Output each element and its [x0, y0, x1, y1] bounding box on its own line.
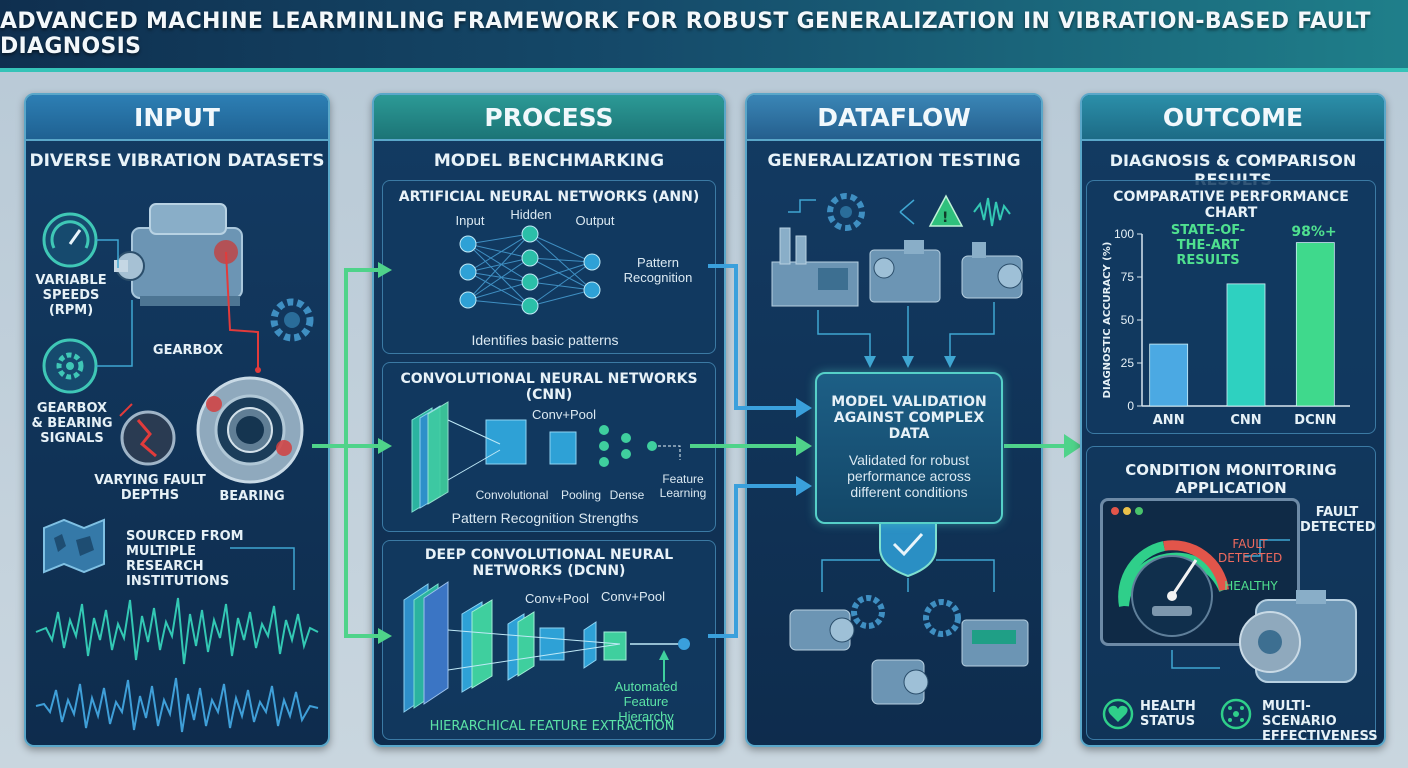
dcnn-convpool-2: Conv+Pool — [601, 589, 665, 604]
multi-scenario-label: MULTI-SCENARIO EFFECTIVENESS — [1262, 699, 1378, 744]
page-title: ADVANCED MACHINE LEARMINLING FRAMEWORK F… — [0, 9, 1371, 59]
chart-box: COMPARATIVE PERFORMANCE CHART — [1086, 180, 1376, 434]
validation-box: MODEL VALIDATION AGAINST COMPLEX DATA Va… — [815, 372, 1003, 524]
signals-label: GEARBOX & BEARING SIGNALS — [31, 401, 113, 446]
dataflow-header: DATAFLOW — [747, 95, 1041, 141]
health-status-label: HEALTH STATUS — [1140, 699, 1196, 729]
input-subheader: DIVERSE VIBRATION DATASETS — [29, 151, 325, 171]
validation-text: Validated for robust performance across … — [847, 452, 971, 501]
dcnn-convpool-1: Conv+Pool — [525, 591, 589, 606]
ann-output-label: Output — [575, 213, 615, 228]
title-bar: ADVANCED MACHINE LEARMINLING FRAMEWORK F… — [0, 0, 1408, 72]
cnn-feature-label: Feature Learning — [659, 472, 707, 500]
fault-label: VARYING FAULT DEPTHS — [94, 473, 206, 503]
pct-annotation: 98%+ — [1291, 224, 1337, 240]
dataflow-subheader: GENERALIZATION TESTING — [767, 151, 1021, 171]
ann-hidden-label: Hidden — [510, 207, 552, 222]
sota-annotation: STATE-OF-THE-ART RESULTS — [1170, 223, 1246, 268]
dcnn-automated-label: Automated Feature Hierarchy — [614, 679, 678, 724]
gauge-healthy-label: HEALTHY — [1224, 579, 1278, 593]
gauge-fault-label: FAULT DETECTED — [1218, 537, 1283, 565]
cnn-caption: Pattern Recognition Strengths — [451, 510, 639, 526]
speeds-label: VARIABLE SPEEDS (RPM) — [35, 273, 107, 318]
ann-caption: Identifies basic patterns — [471, 332, 619, 348]
ann-input-label: Input — [455, 213, 485, 228]
outcome-header: OUTCOME — [1082, 95, 1384, 141]
monitor-screen — [1100, 498, 1300, 646]
validation-title: MODEL VALIDATION AGAINST COMPLEX DATA — [831, 394, 987, 443]
cnn-pool-label: Pooling — [560, 488, 602, 502]
input-header: INPUT — [26, 95, 328, 141]
bearing-label: BEARING — [219, 489, 285, 504]
ann-pattern-label: Pattern Recognition — [623, 255, 693, 285]
chart-title: COMPARATIVE PERFORMANCE CHART — [1113, 189, 1349, 221]
dcnn-title: DEEP CONVOLUTIONAL NEURAL NETWORKS (DCNN… — [424, 547, 674, 579]
process-subheader: MODEL BENCHMARKING — [433, 151, 665, 171]
ann-title: ARTIFICIAL NEURAL NETWORKS (ANN) — [398, 189, 700, 205]
fault-detected-label: FAULT DETECTED — [1300, 505, 1376, 535]
window-dot-yellow — [1123, 507, 1131, 515]
gearbox-label: GEARBOX — [152, 343, 224, 358]
cnn-conv-label: Convolutional — [475, 488, 549, 502]
monitoring-title: CONDITION MONITORING APPLICATION — [1125, 461, 1337, 497]
window-dot-red — [1111, 507, 1119, 515]
dcnn-caption: HIERARCHICAL FEATURE EXTRACTION — [429, 719, 675, 734]
window-dot-green — [1135, 507, 1143, 515]
cnn-box: CONVOLUTIONAL NEURAL NETWORKS (CNN) — [382, 362, 716, 532]
process-header: PROCESS — [374, 95, 724, 141]
cnn-convpool-label: Conv+Pool — [532, 407, 596, 422]
cnn-title: CONVOLUTIONAL NEURAL NETWORKS (CNN) — [400, 371, 698, 403]
cnn-dense-label: Dense — [609, 488, 645, 502]
sourced-label: SOURCED FROM MULTIPLE RESEARCH INSTITUTI… — [126, 529, 244, 589]
